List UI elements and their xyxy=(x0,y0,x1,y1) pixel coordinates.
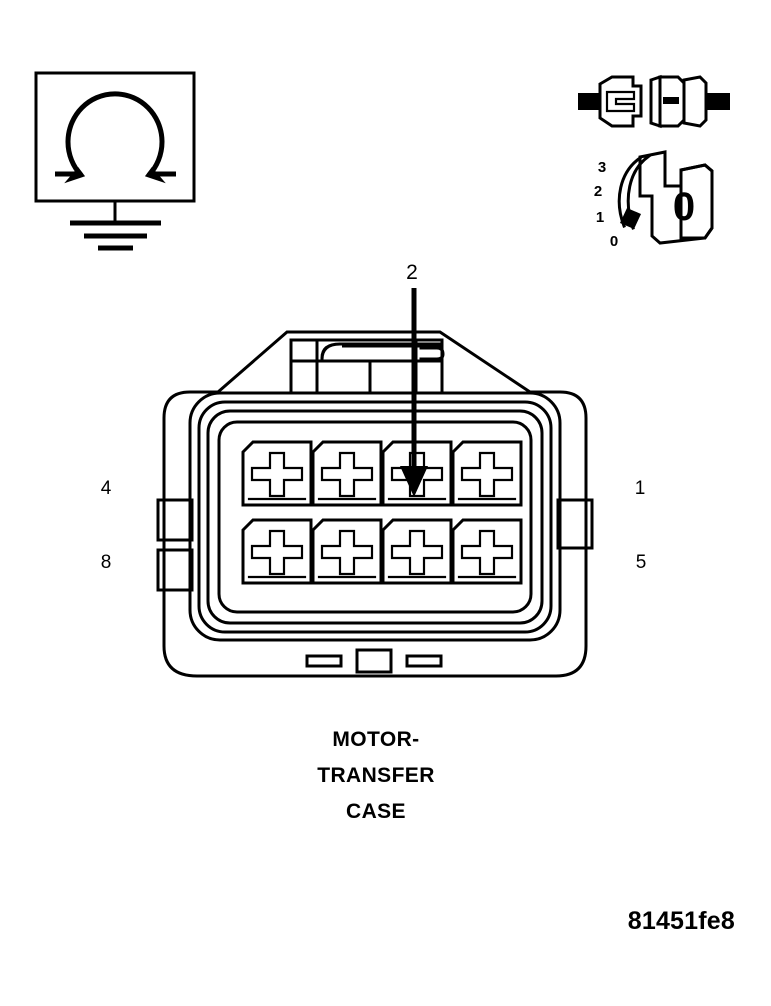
lead-wire-left xyxy=(578,93,600,110)
cavity-bottom-3[interactable] xyxy=(381,518,453,585)
dial-scale-label-0: 0 xyxy=(610,233,618,250)
dial-scale-label-1: 1 xyxy=(596,209,604,226)
pin-label-bottom-left: 8 xyxy=(101,552,112,573)
omega-icon xyxy=(55,91,176,184)
rotary-dial xyxy=(617,150,714,245)
cavity-top-2[interactable] xyxy=(311,440,383,507)
cavity-top-4[interactable] xyxy=(451,440,523,507)
caption-line-2: TRANSFER xyxy=(317,764,435,787)
caption-line-1: MOTOR- xyxy=(332,728,419,751)
cavity-top-1[interactable] xyxy=(241,440,313,507)
dial-scale-arc xyxy=(617,155,643,228)
callout-arrow-head xyxy=(400,466,428,497)
probe-fork-icon xyxy=(605,90,636,113)
dial-pointer-icon xyxy=(620,208,641,229)
connector-rim-2 xyxy=(197,400,553,634)
socket-slot-icon xyxy=(663,97,679,104)
connector-cavity-well xyxy=(217,420,533,614)
caption-line-3: CASE xyxy=(346,800,406,823)
cavity-row-bottom xyxy=(241,518,523,585)
side-tab-left-upper xyxy=(156,498,194,542)
ground-symbol xyxy=(70,199,161,251)
test-lead-connector xyxy=(578,74,730,129)
pin-label-top-right: 1 xyxy=(635,478,646,499)
latch-block xyxy=(289,338,444,395)
cavity-row-top xyxy=(241,440,523,507)
figure-id: 81451fe8 xyxy=(628,907,735,935)
connector-rim-3 xyxy=(206,409,544,625)
cavity-bottom-2[interactable] xyxy=(311,518,383,585)
pin-label-bottom-right: 5 xyxy=(636,552,647,573)
bottom-tab-right xyxy=(405,654,443,668)
side-tab-left-lower xyxy=(156,548,194,592)
callout-arrow xyxy=(400,288,428,497)
connector-outer-shell xyxy=(162,330,588,678)
side-tab-right xyxy=(556,498,594,550)
pin-label-top-left: 4 xyxy=(101,478,112,499)
cavity-bottom-4[interactable] xyxy=(451,518,523,585)
callout-label: 2 xyxy=(406,261,418,284)
connector-rim-1 xyxy=(188,391,562,642)
bottom-tab-left xyxy=(305,654,343,668)
dial-face-plate xyxy=(679,163,714,240)
dial-scale-label-2: 2 xyxy=(594,183,602,200)
latch-hook-left xyxy=(320,342,392,360)
socket-barrel xyxy=(649,74,708,129)
dial-scale-label-3: 3 xyxy=(598,159,606,176)
lead-wire-right xyxy=(706,93,730,110)
latch-hook-right xyxy=(419,346,445,361)
connector-assembly xyxy=(156,330,594,678)
connector-latch xyxy=(289,338,445,395)
probe-body-left xyxy=(598,75,643,128)
bottom-tab-center xyxy=(355,648,393,674)
dial-face-value: 0 xyxy=(673,185,695,229)
cavity-bottom-1[interactable] xyxy=(241,518,313,585)
ohmmeter-symbol xyxy=(34,71,196,251)
